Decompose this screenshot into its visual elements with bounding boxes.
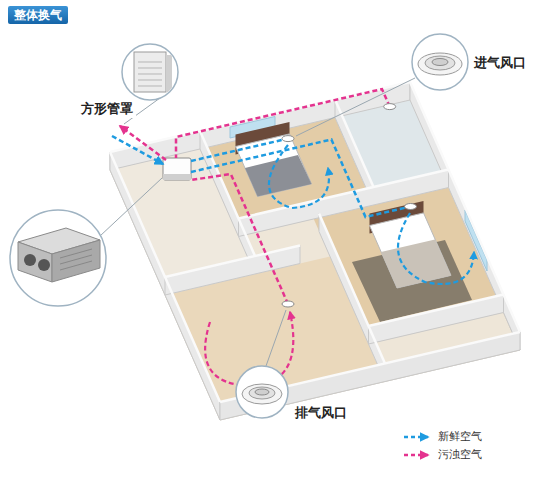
unit-callout	[10, 210, 106, 306]
unit-port	[38, 259, 50, 271]
bed	[370, 213, 452, 288]
exhaust-ducts	[120, 89, 390, 304]
ventilation-unit-side	[163, 174, 191, 180]
walls-back	[110, 82, 520, 420]
fresh-air-duct	[191, 140, 411, 218]
exhaust-duct	[120, 126, 166, 160]
exhaust-duct	[191, 174, 288, 304]
vent-grille	[255, 389, 269, 395]
leader-line	[100, 178, 162, 236]
legend-sample	[402, 450, 432, 460]
blanket	[381, 240, 451, 289]
leader-line	[266, 310, 286, 366]
wall	[239, 170, 449, 237]
callout-circle	[122, 44, 178, 100]
window	[465, 210, 487, 271]
vent	[405, 204, 417, 210]
vent	[282, 136, 294, 142]
exhaust-vent-callout	[236, 366, 288, 418]
callout-label: 排气风口	[292, 404, 350, 422]
legend-text: 污浊空气	[436, 448, 484, 461]
title-tag: 整体换气	[8, 6, 68, 24]
vent-grille	[432, 59, 448, 66]
callout-circle	[236, 366, 288, 418]
supply-vent-callout	[412, 34, 468, 90]
square-hood	[134, 52, 166, 92]
wall	[369, 295, 504, 345]
callout-circle	[412, 34, 468, 90]
leader-lines	[100, 78, 415, 366]
unit-side	[52, 240, 100, 282]
vent-grille	[425, 56, 455, 70]
walls-interior	[165, 100, 504, 382]
vent	[282, 301, 294, 307]
vent-grille	[249, 387, 275, 399]
unit-grille	[60, 249, 92, 270]
legend-row: 新鲜空气	[402, 430, 484, 443]
hood-callout	[122, 44, 178, 100]
callout-label: 方形管罩	[78, 100, 136, 118]
leader-line	[296, 78, 415, 136]
vent-grille	[418, 53, 462, 75]
callout-label: 进气风口	[471, 54, 529, 72]
vents	[282, 104, 417, 307]
legend-text: 新鲜空气	[436, 430, 484, 443]
vent-grille	[242, 384, 282, 404]
fresh-air-ducts	[112, 136, 411, 217]
exhaust-duct	[176, 89, 390, 158]
legend-row: 污浊空气	[402, 448, 484, 461]
unit-front	[18, 242, 52, 282]
wall	[220, 332, 520, 420]
fresh-air-flow	[269, 145, 329, 208]
unit-port	[24, 254, 36, 266]
ventilation-unit	[163, 158, 191, 180]
fresh-air-duct	[191, 139, 288, 161]
fresh-air-flow	[398, 213, 474, 284]
legend-sample	[402, 432, 432, 442]
legend-line	[404, 453, 428, 456]
callout-circle	[10, 210, 106, 306]
square-hood-side	[166, 55, 172, 92]
vent	[384, 104, 396, 110]
legend-line	[404, 435, 428, 438]
hood-slats	[138, 62, 162, 86]
blanket	[245, 155, 312, 197]
room-air-flow	[205, 145, 474, 386]
